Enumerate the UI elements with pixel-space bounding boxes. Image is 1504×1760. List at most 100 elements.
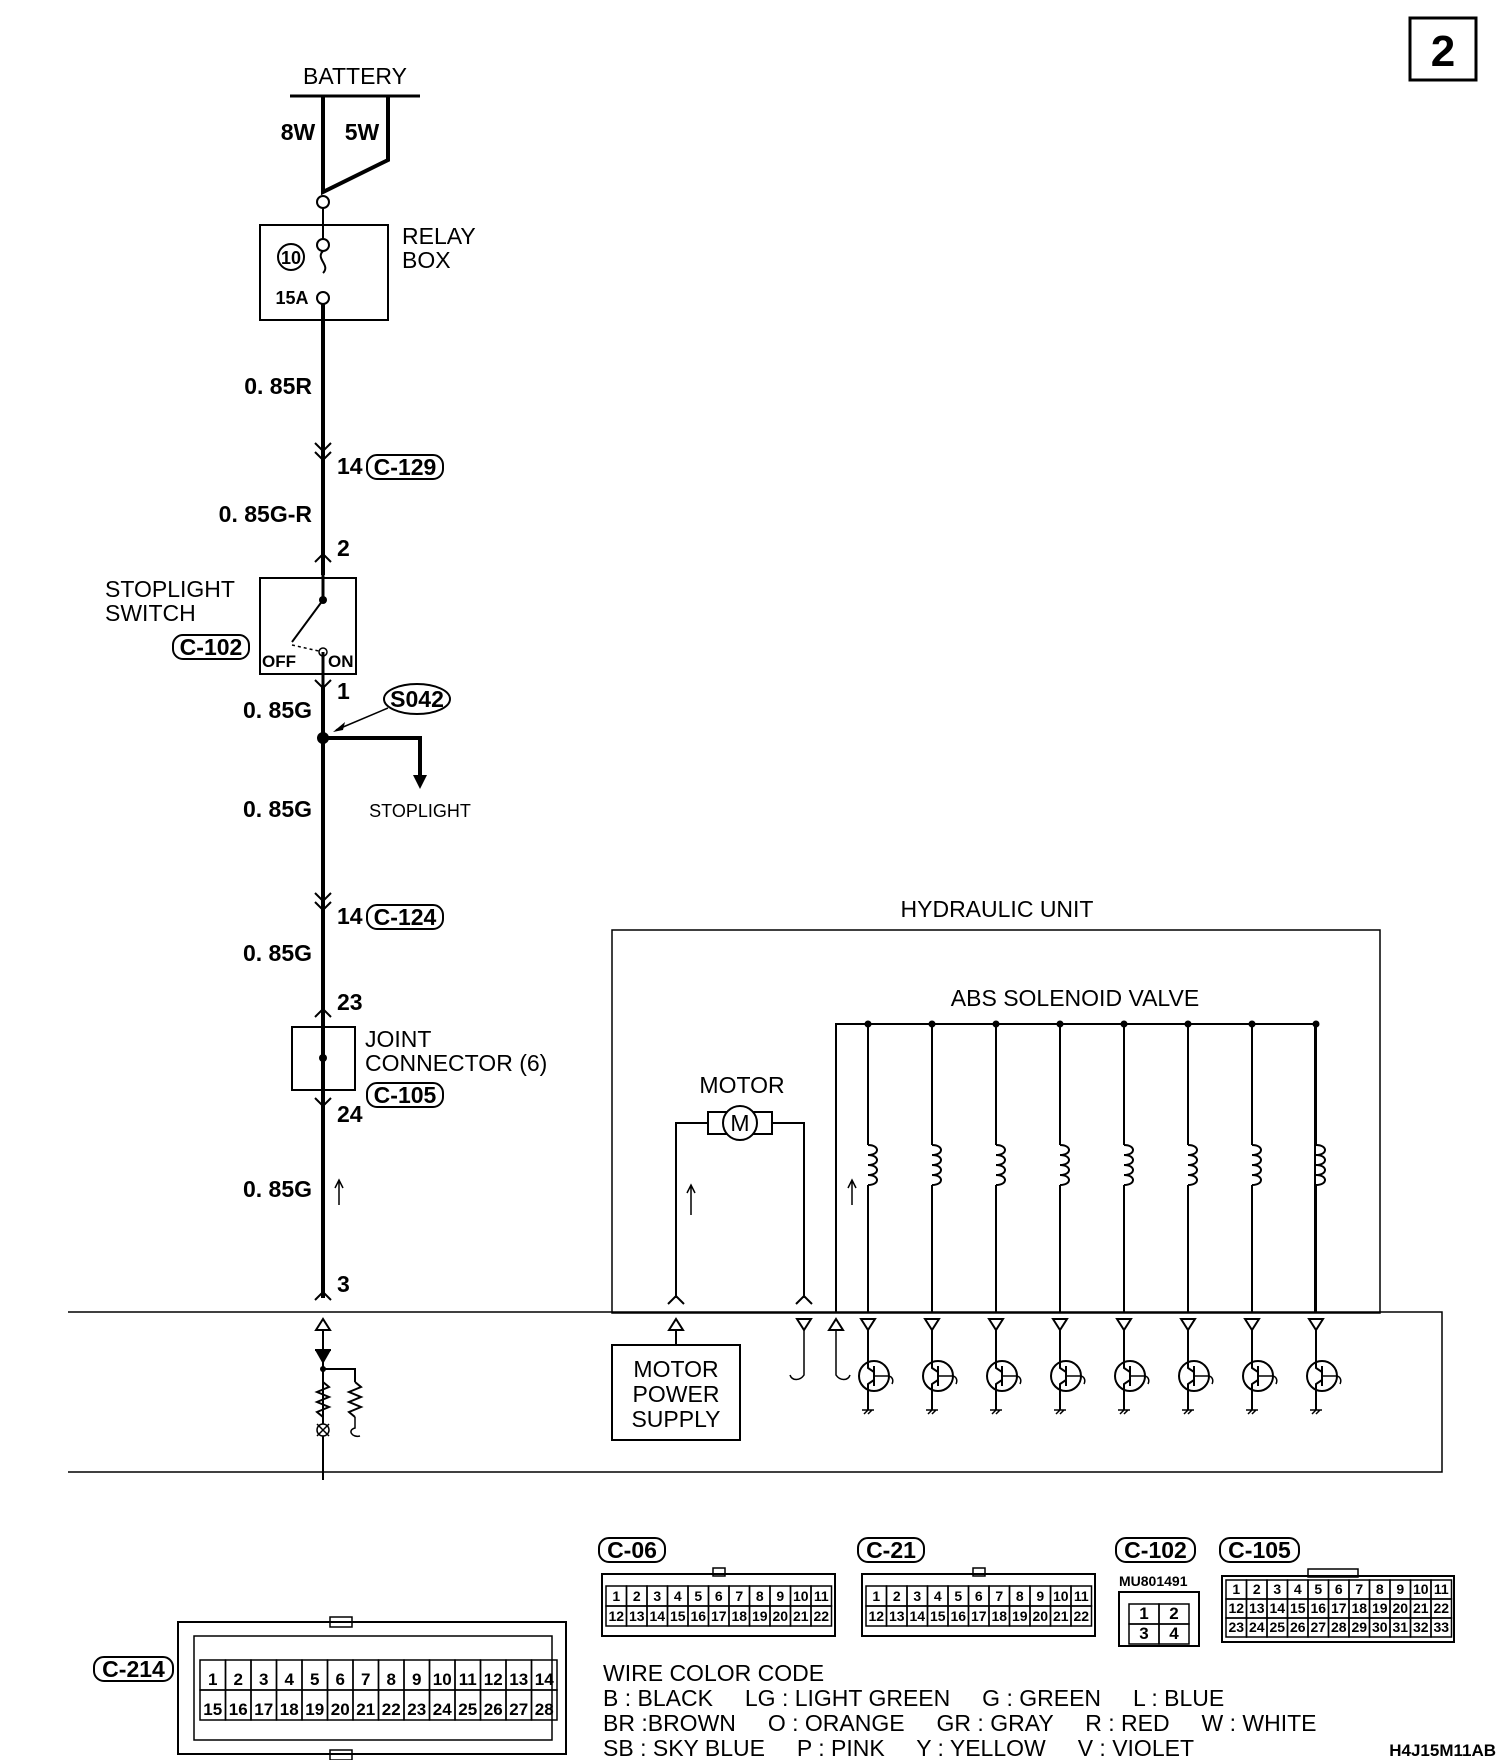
valve-driver-transistor xyxy=(858,1318,894,1415)
wcc-line-3: SB : SKY BLUE P : PINK Y : YELLOW V : VI… xyxy=(603,1735,1194,1760)
svg-text:10: 10 xyxy=(1053,1588,1069,1604)
c102-id: C-102 xyxy=(180,634,243,660)
svg-text:9: 9 xyxy=(412,1670,421,1689)
valve-driver-transistor xyxy=(1242,1318,1278,1415)
svg-text:32: 32 xyxy=(1413,1619,1429,1635)
stoplight-label: STOPLIGHT xyxy=(369,801,471,821)
stoplight-switch-label-1: STOPLIGHT xyxy=(105,576,235,602)
svg-text:13: 13 xyxy=(889,1608,905,1624)
svg-text:15: 15 xyxy=(1290,1600,1306,1616)
solenoid-valve xyxy=(1248,1020,1262,1312)
svg-text:22: 22 xyxy=(1433,1600,1449,1616)
svg-text:2: 2 xyxy=(893,1588,901,1604)
svg-text:13: 13 xyxy=(509,1670,528,1689)
svg-text:4: 4 xyxy=(1294,1581,1302,1597)
svg-text:21: 21 xyxy=(1053,1608,1069,1624)
svg-text:16: 16 xyxy=(690,1608,706,1624)
c124-pin: 14 xyxy=(337,903,363,929)
svg-text:14: 14 xyxy=(649,1608,665,1624)
c06-label: C-06 xyxy=(598,1537,666,1563)
svg-text:5: 5 xyxy=(954,1588,962,1604)
ecu-pin-3: 3 xyxy=(337,1271,350,1297)
svg-text:1: 1 xyxy=(1232,1581,1240,1597)
svg-text:6: 6 xyxy=(336,1670,345,1689)
svg-text:15: 15 xyxy=(930,1608,946,1624)
svg-text:3: 3 xyxy=(653,1588,661,1604)
stoplight-switch-box xyxy=(259,577,357,675)
wire-8w: 8W xyxy=(281,119,316,145)
battery-label: BATTERY xyxy=(303,63,407,89)
fuse-number: 10 xyxy=(281,248,301,268)
svg-text:26: 26 xyxy=(484,1700,503,1719)
fuse-rating: 15A xyxy=(275,288,308,308)
svg-text:14: 14 xyxy=(1269,1600,1285,1616)
valve-driver-transistor xyxy=(986,1318,1022,1415)
svg-text:2: 2 xyxy=(1169,1604,1178,1623)
c102-view-label: C-102 xyxy=(1115,1537,1196,1563)
motor-label: MOTOR xyxy=(699,1072,784,1098)
svg-text:20: 20 xyxy=(1392,1600,1408,1616)
svg-text:2: 2 xyxy=(1253,1581,1261,1597)
svg-text:28: 28 xyxy=(535,1700,554,1719)
svg-text:10: 10 xyxy=(1413,1581,1429,1597)
hydraulic-unit-label: HYDRAULIC UNIT xyxy=(901,896,1094,922)
svg-text:8: 8 xyxy=(387,1670,396,1689)
svg-text:1: 1 xyxy=(872,1588,880,1604)
switch-off: OFF xyxy=(262,652,296,671)
svg-text:27: 27 xyxy=(1310,1619,1326,1635)
svg-text:31: 31 xyxy=(1392,1619,1408,1635)
svg-text:5: 5 xyxy=(310,1670,319,1689)
svg-text:C-06: C-06 xyxy=(607,1537,657,1563)
mps-label-1: MOTOR xyxy=(633,1356,718,1382)
solenoid-valve xyxy=(1184,1020,1198,1312)
svg-text:4: 4 xyxy=(285,1670,295,1689)
svg-text:6: 6 xyxy=(975,1588,983,1604)
svg-text:24: 24 xyxy=(433,1700,452,1719)
wcc-title: WIRE COLOR CODE xyxy=(603,1660,824,1686)
c129-id: C-129 xyxy=(374,454,437,480)
svg-text:8: 8 xyxy=(1016,1588,1024,1604)
wire-085gr: 0. 85G-R xyxy=(219,501,313,527)
svg-text:1: 1 xyxy=(612,1588,620,1604)
svg-text:17: 17 xyxy=(1331,1600,1347,1616)
svg-text:3: 3 xyxy=(1139,1624,1148,1643)
svg-text:4: 4 xyxy=(674,1588,682,1604)
svg-text:18: 18 xyxy=(731,1608,747,1624)
svg-text:13: 13 xyxy=(1249,1600,1265,1616)
svg-text:9: 9 xyxy=(1036,1588,1044,1604)
c124-id: C-124 xyxy=(374,904,437,930)
svg-text:19: 19 xyxy=(752,1608,768,1624)
mps-label-2: POWER xyxy=(633,1381,720,1407)
svg-text:29: 29 xyxy=(1351,1619,1367,1635)
stoplight-switch-label-2: SWITCH xyxy=(105,600,196,626)
valve-driver-transistor xyxy=(1178,1318,1214,1415)
svg-text:1: 1 xyxy=(1139,1604,1148,1623)
svg-text:11: 11 xyxy=(814,1588,829,1604)
joint-pin-23: 23 xyxy=(337,989,363,1015)
hydraulic-unit-box xyxy=(611,929,1381,1314)
svg-text:4: 4 xyxy=(1169,1624,1179,1643)
svg-text:10: 10 xyxy=(433,1670,452,1689)
svg-text:16: 16 xyxy=(229,1700,248,1719)
svg-text:21: 21 xyxy=(793,1608,809,1624)
motor-power-supply-box xyxy=(611,1344,741,1441)
svg-text:30: 30 xyxy=(1372,1619,1388,1635)
svg-text:20: 20 xyxy=(331,1700,350,1719)
joint-pin-24: 24 xyxy=(337,1101,363,1127)
svg-text:4: 4 xyxy=(934,1588,942,1604)
svg-text:15: 15 xyxy=(670,1608,686,1624)
joint-connector-label-2: CONNECTOR (6) xyxy=(365,1050,547,1076)
svg-text:16: 16 xyxy=(950,1608,966,1624)
svg-text:9: 9 xyxy=(776,1588,784,1604)
svg-text:22: 22 xyxy=(813,1608,829,1624)
wcc-line-2: BR :BROWN O : ORANGE GR : GRAY R : RED W… xyxy=(603,1710,1316,1736)
svg-text:21: 21 xyxy=(356,1700,375,1719)
svg-text:2: 2 xyxy=(234,1670,243,1689)
solenoid-valve xyxy=(864,1020,878,1312)
svg-text:7: 7 xyxy=(995,1588,1003,1604)
